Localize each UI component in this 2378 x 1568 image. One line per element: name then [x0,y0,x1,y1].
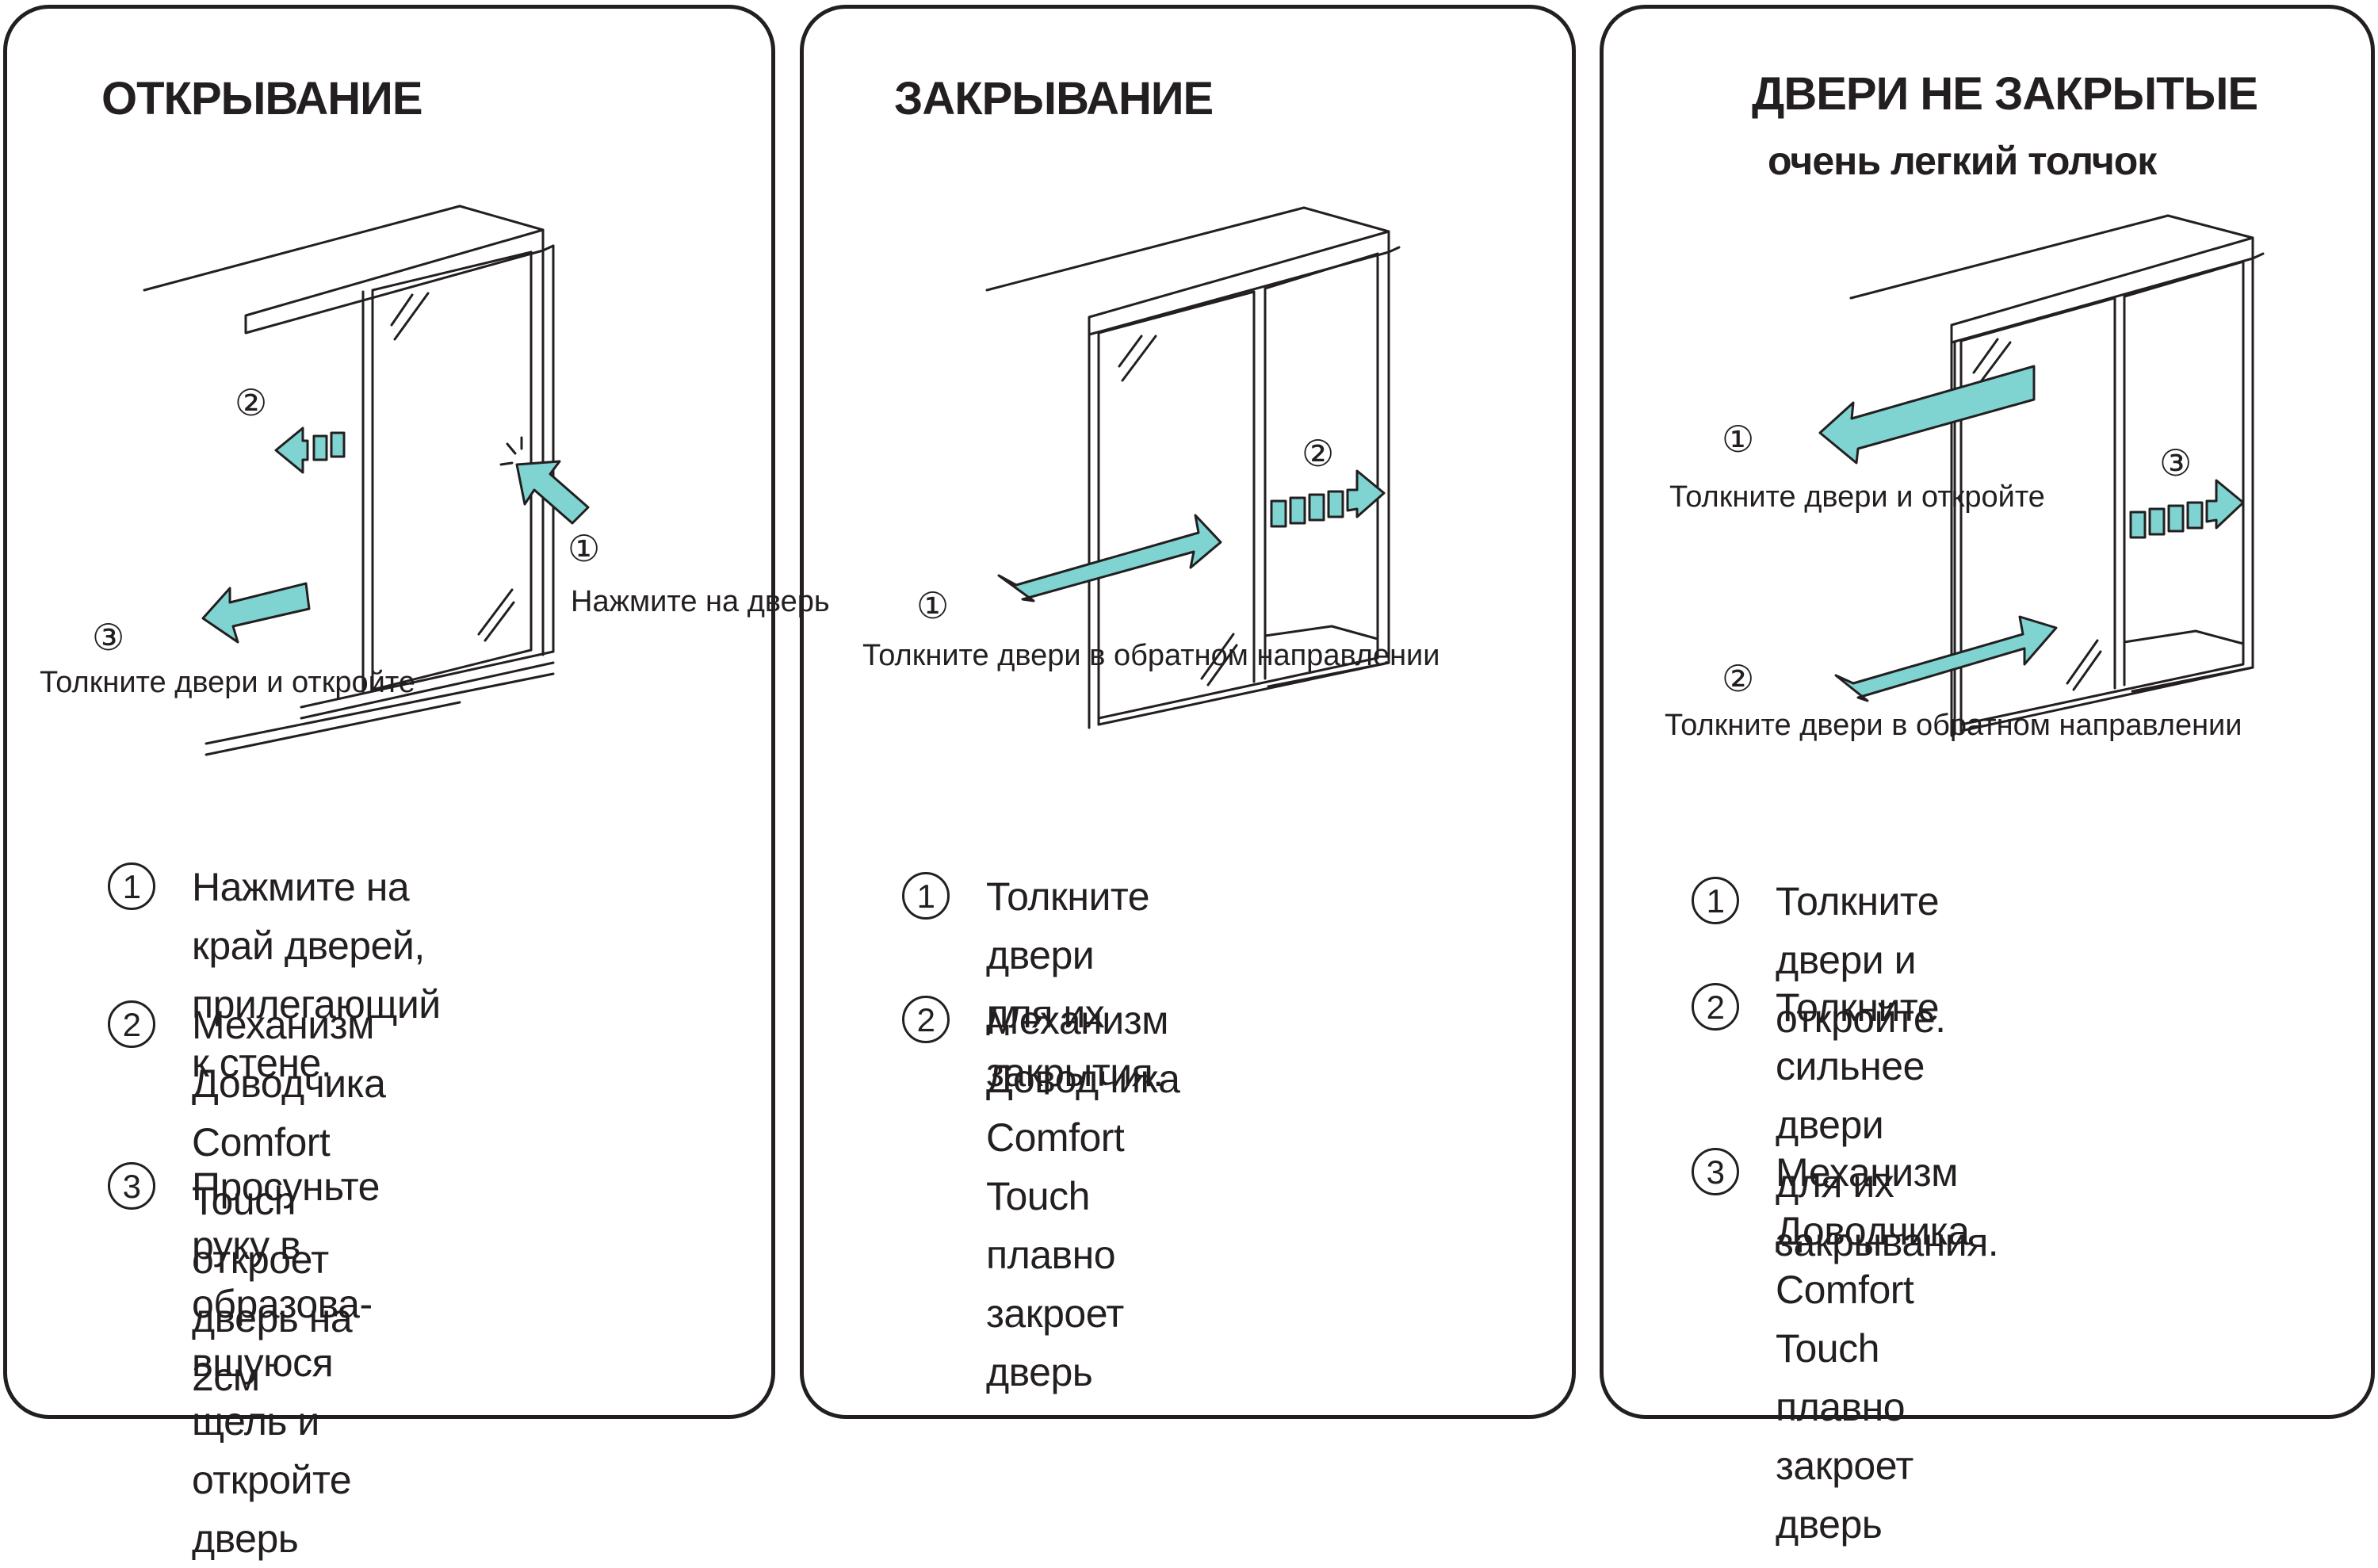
step-text: Нажмите на край дверей, прилегающий к ст… [192,865,441,1085]
wardrobe-illustration-opening [143,205,555,756]
arrows-opening [201,426,590,644]
arrow-dash [2167,504,2185,533]
step-text: Толкните двери и откройте. [1776,879,1946,1041]
step-number: 1 [902,872,950,920]
panel-title: ДВЕРИ НЕ ЗАКРЫТЫЕ [1752,68,2258,120]
arrow-open-left [1818,365,2036,465]
panel-closing [800,5,1576,1419]
arrow-dash [1289,496,1306,525]
arrow-dash [2148,507,2166,536]
callout-numbers: ② ① ③ ① ② ① ② ③ [92,382,2192,699]
arrow-push-right [997,514,1222,602]
arrow-dash [330,431,346,458]
callout-label: Толкните двери и откройте [40,666,415,699]
arrow-right-small [1346,469,1386,518]
arrows-not-closed [1818,365,2245,702]
callout-label: Нажмите на дверь [571,585,830,618]
callout-num: ① [568,528,600,569]
callout-num: ② [235,382,267,423]
arrow-left-large [201,582,311,644]
step-text: Механизм Доводчика Comfort Touch плавно … [1776,1150,1970,1547]
arrow-push-right [1834,615,2058,702]
callout-label: Толкните двери и откройте [1669,480,2045,514]
step-text: Механизм Доводчика Comfort Touch плавно … [986,998,1180,1394]
step-text: Просуньте руку в образова- вшуюся щель и… [192,1165,380,1561]
step-number: 1 [1692,877,1739,924]
callout-num: ① [1722,419,1754,460]
arrow-dash [312,434,328,461]
arrow-push-up-left [515,460,590,525]
wardrobe-illustration-closing [985,206,1401,729]
callout-num: ② [1302,433,1334,474]
callout-num: ③ [92,617,124,658]
arrow-right-small [2205,479,2245,530]
callout-label: Толкните двери в обратном направлении [862,639,1440,672]
step-number: 2 [1692,983,1739,1031]
step-number: 3 [1692,1148,1739,1195]
step-text: Толкните сильнее двери для их закрывания… [1776,985,1999,1264]
arrow-dash [1270,499,1287,528]
callout-num: ③ [2159,442,2192,484]
step-number: 1 [108,862,155,910]
step-text: Механизм Доводчика Comfort Touch откроет… [192,1003,386,1399]
panel-title: ОТКРЫВАНИЕ [101,73,423,124]
callout-num: ② [1722,658,1754,699]
step-number: 2 [108,1000,155,1048]
arrow-left-small [274,426,309,474]
step-text: Толкните двери для их закрытия. [986,874,1164,1095]
callout-label: Толкните двери в обратном направлении [1665,709,2242,742]
step-number: 2 [902,996,950,1043]
arrow-dash [1327,490,1344,518]
panel-subtitle: очень легкий толчок [1768,139,2157,183]
arrow-dash [1308,493,1325,522]
step-number: 3 [108,1162,155,1210]
panel-title: ЗАКРЫВАНИЕ [894,73,1214,124]
illustrations: ② ① ③ ① ② ① ② ③ [92,205,2265,756]
arrows-closing [997,469,1386,602]
arrow-dash [2186,501,2204,530]
callout-num: ① [916,585,949,626]
arrow-dash [2129,511,2147,539]
